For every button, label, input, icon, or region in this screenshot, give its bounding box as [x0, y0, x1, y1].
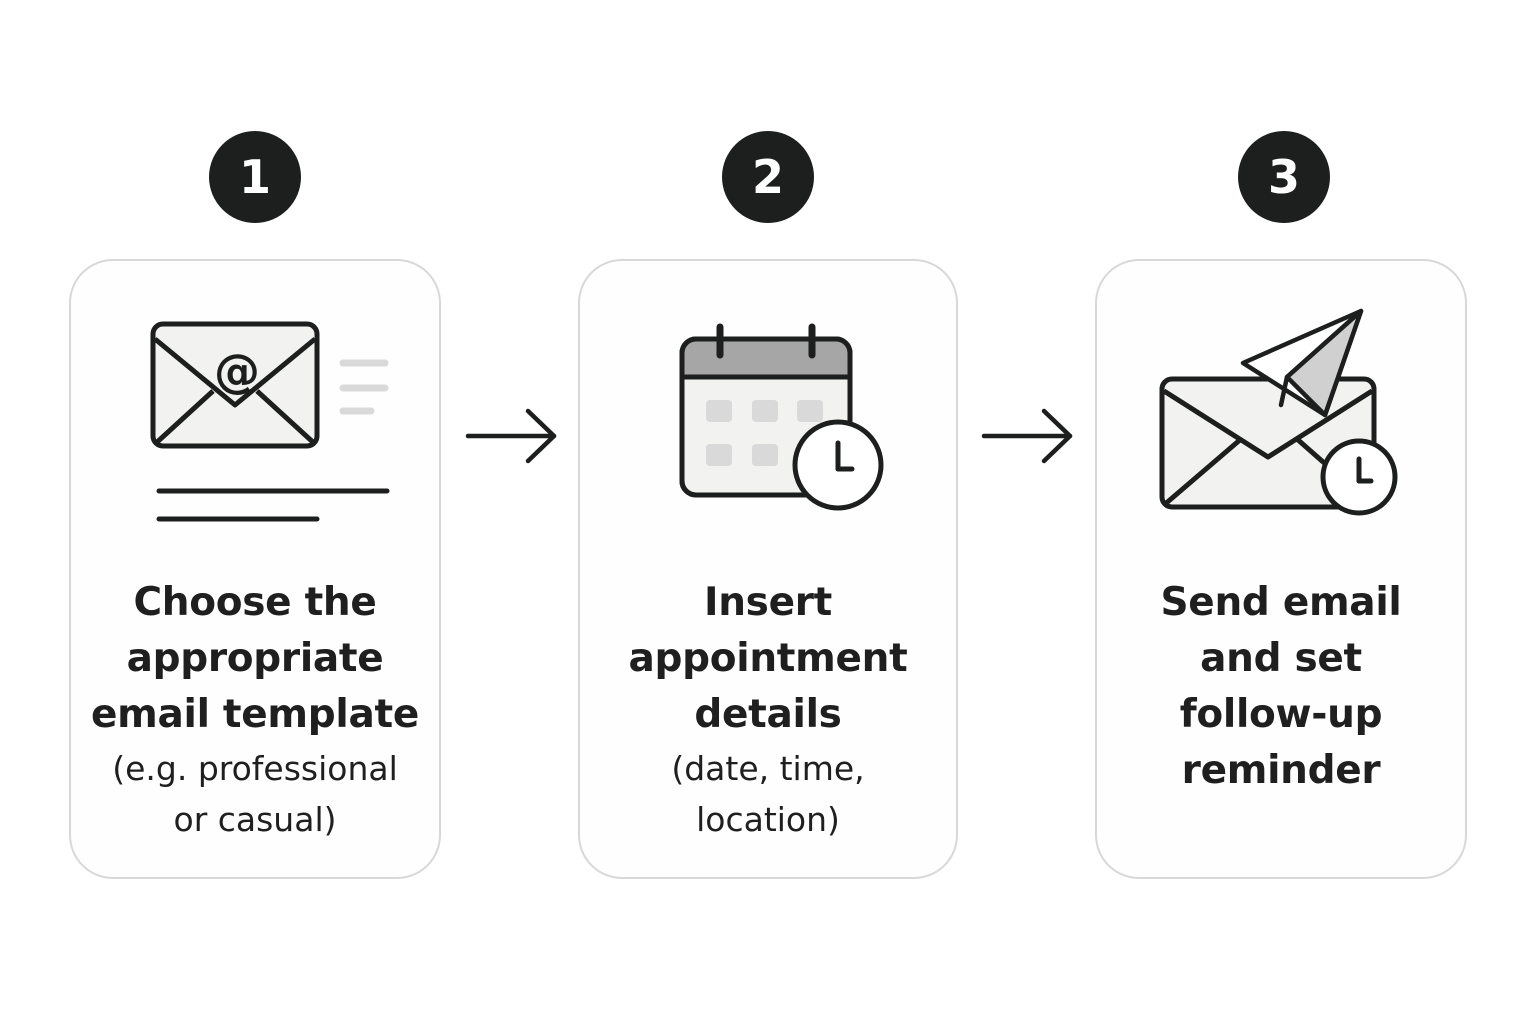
step-2-card: Insert appointment details (date, time, …	[578, 259, 958, 879]
step-3-card: Send email and set follow-up reminder	[1095, 259, 1467, 879]
step-1-title-line: Choose the	[133, 580, 377, 625]
step-3-title-line: reminder	[1181, 748, 1381, 793]
svg-text:@: @	[214, 344, 260, 398]
arrow-right-icon	[981, 408, 1073, 464]
step-2-title-line: Insert	[703, 580, 833, 625]
step-2-text: Insert appointment details (date, time, …	[580, 575, 956, 845]
calendar-clock-icon	[679, 323, 884, 511]
step-2-title-line: appointment	[628, 636, 908, 681]
step-1-detail-line: or casual)	[173, 800, 337, 839]
step-3-title-line: and set	[1200, 636, 1362, 681]
step-2-title-line: details	[694, 692, 842, 737]
step-3-title-line: follow-up	[1179, 692, 1383, 737]
step-3-title-line: Send email	[1160, 580, 1402, 625]
step-1-icon-area: @	[71, 261, 439, 561]
step-2-detail-line: location)	[696, 800, 840, 839]
send-email-reminder-icon	[1159, 308, 1398, 516]
step-2-detail-line: (date, time,	[671, 749, 865, 788]
step-3-icon-area	[1097, 261, 1465, 561]
step-1-title-line: email template	[91, 692, 419, 737]
step-3-badge: 3	[1238, 131, 1330, 223]
step-3-text: Send email and set follow-up reminder	[1097, 575, 1465, 799]
email-template-icon: @	[150, 321, 390, 522]
arrow-right-icon	[465, 408, 557, 464]
step-2-icon-area	[580, 261, 956, 561]
step-1-badge: 1	[209, 131, 301, 223]
step-2-badge: 2	[722, 131, 814, 223]
step-1-text: Choose the appropriate email template (e…	[71, 575, 439, 845]
step-1-card: @ Choose the appropriate email template …	[69, 259, 441, 879]
step-1-detail-line: (e.g. professional	[112, 749, 398, 788]
step-1-title-line: appropriate	[126, 636, 384, 681]
